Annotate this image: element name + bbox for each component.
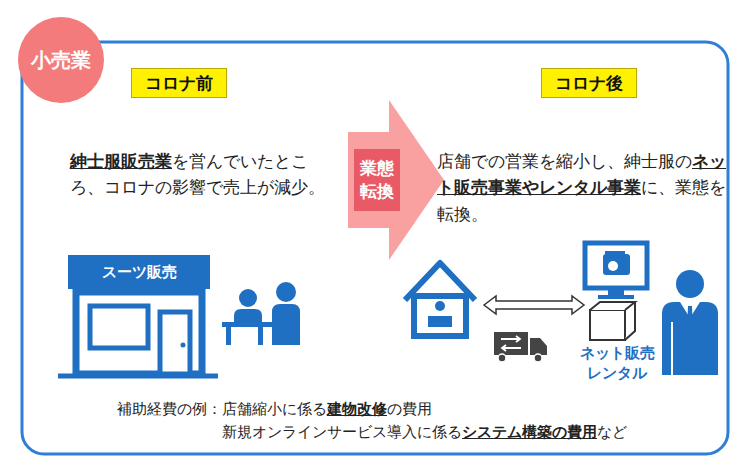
plain-text: 新規オンラインサービス導入に係る — [222, 423, 462, 441]
plain-text: など — [597, 423, 627, 441]
plain-text: 店舗縮小に係る — [222, 400, 327, 418]
plain-text: 店舗での営業を縮小し、紳士服の — [437, 151, 692, 171]
plain-text: ネット販売 レンタル — [580, 344, 655, 382]
emphasis-text: 紳士服販売業 — [70, 151, 172, 171]
emphasis-text: システム構築の費用 — [462, 423, 597, 441]
arrow-label: 業態転換 — [354, 149, 400, 211]
truck-icon — [494, 332, 547, 362]
plain-text: の費用 — [387, 400, 432, 418]
store-icon — [58, 292, 218, 376]
house-icon — [405, 263, 475, 336]
phase-label: コロナ後 — [541, 68, 637, 98]
double-arrow — [484, 296, 584, 314]
store-sign: スーツ販売 — [68, 255, 210, 289]
computer-icon — [585, 243, 647, 299]
phase-label: コロナ前 — [131, 68, 227, 98]
emphasis-text: 建物改修 — [327, 400, 387, 418]
arrow-body — [348, 100, 444, 260]
person-icon — [662, 270, 718, 375]
note-line: 補助経費の例：店舗縮小に係る建物改修の費用 — [117, 399, 717, 420]
parcel-box-icon — [590, 302, 635, 340]
node-label: 小売業 — [31, 47, 91, 74]
node-label: コロナ前 — [145, 72, 213, 95]
counter-people-icon — [222, 282, 300, 345]
note-line: 新規オンラインサービス導入に係るシステム構築の費用など — [222, 422, 722, 443]
description-text: 紳士服販売業を営んでいたところ、コロナの影響で売上が減少。 — [70, 148, 328, 201]
description-text: 店舗での営業を縮小し、紳士服のネット販売事業やレンタル事業に、業態を転換。 — [437, 148, 729, 227]
service-label: ネット販売 レンタル — [574, 344, 660, 383]
industry-badge: 小売業 — [18, 17, 104, 103]
node-label: コロナ後 — [555, 72, 623, 95]
transition-arrow: 業態転換 — [344, 100, 444, 260]
plain-text: 補助経費の例： — [117, 400, 222, 418]
outer-panel — [22, 42, 728, 454]
node-label: スーツ販売 — [102, 263, 177, 282]
